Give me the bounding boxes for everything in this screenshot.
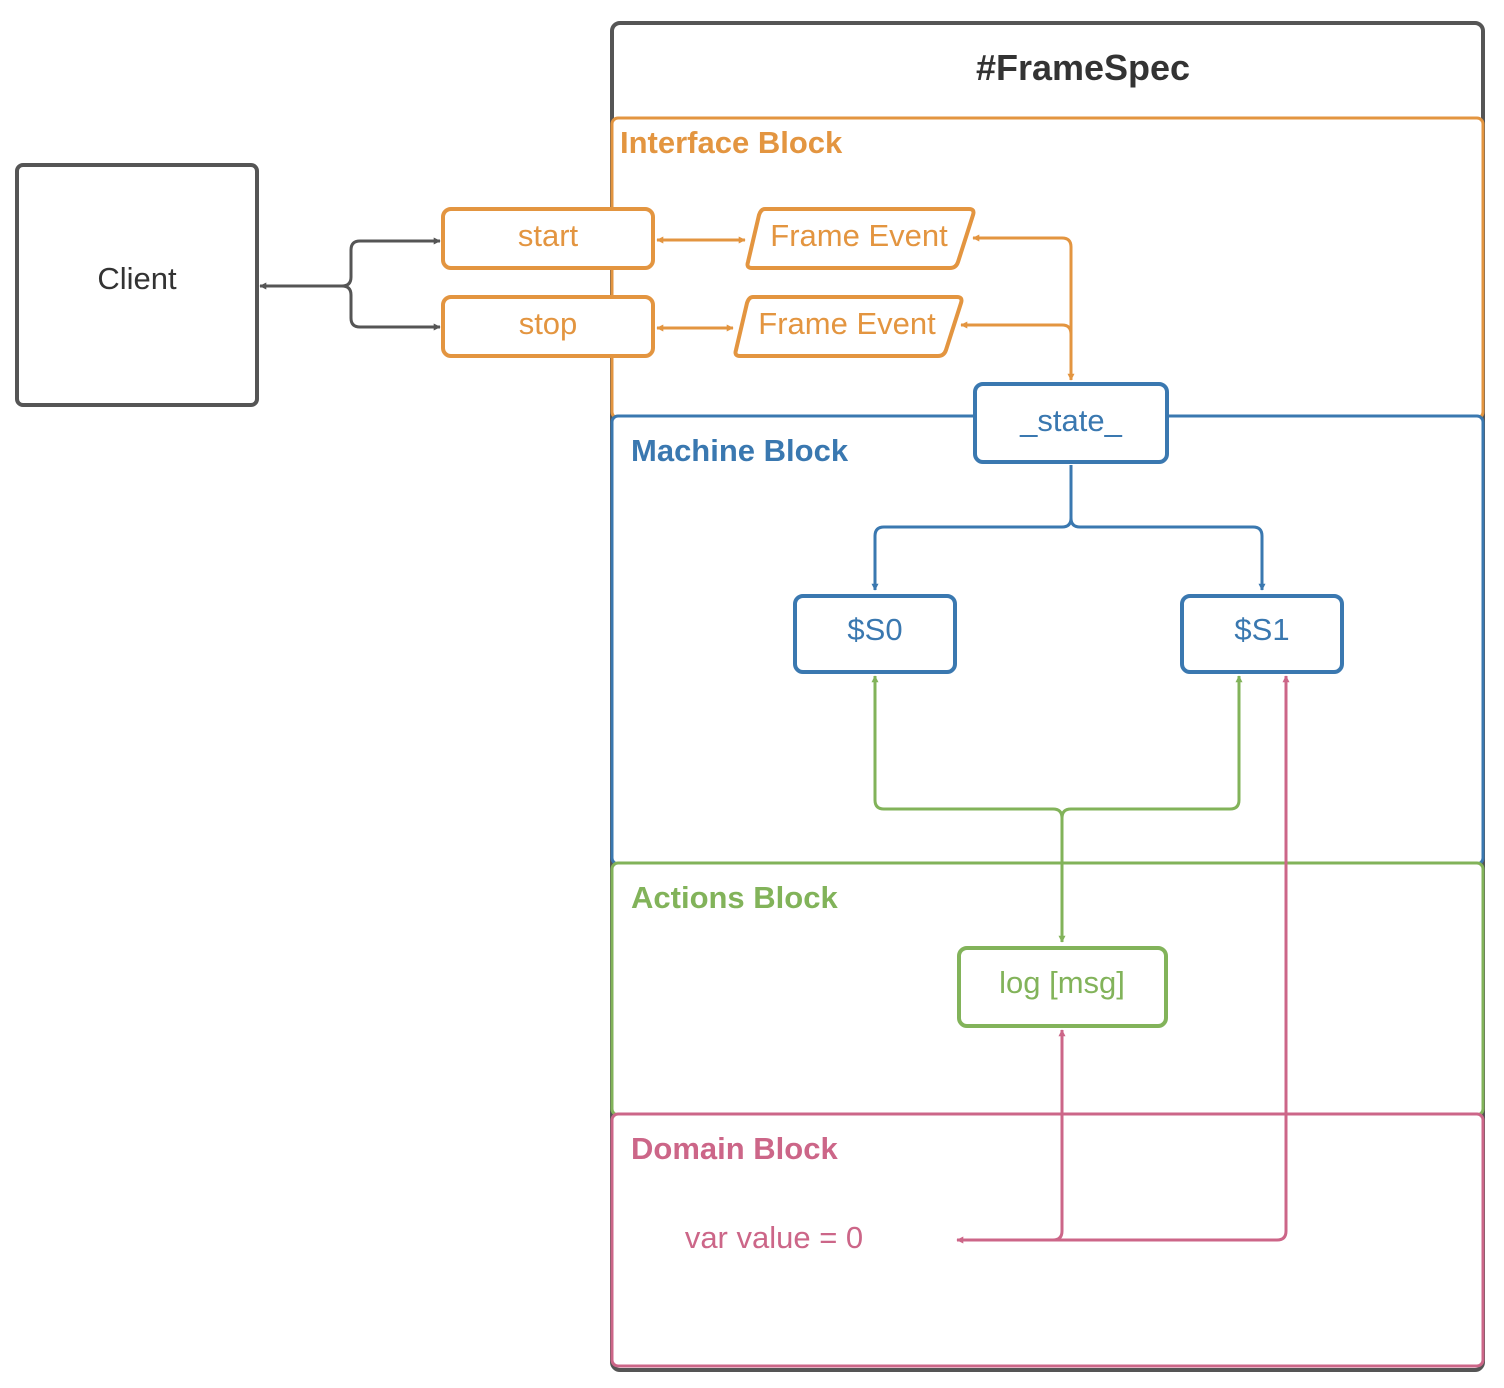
log-box xyxy=(957,946,1168,1028)
start-box xyxy=(441,207,655,270)
stop-frame-event-box xyxy=(733,295,964,358)
machine-block xyxy=(610,414,1485,866)
s0-box xyxy=(793,594,957,674)
domain-block-title: Domain Block xyxy=(631,1131,838,1166)
stop-label: stop xyxy=(519,306,578,341)
stop-frame-event-label: Frame Event xyxy=(758,306,936,341)
var-value-label: var value = 0 xyxy=(685,1220,863,1255)
client-box xyxy=(15,163,259,407)
log-label: log [msg] xyxy=(999,965,1125,1000)
actions-block-title: Actions Block xyxy=(631,880,838,915)
s1-to-log-connector xyxy=(1060,675,1243,819)
client-label: Client xyxy=(97,261,177,296)
start-frame-event-label: Frame Event xyxy=(770,218,948,253)
client-to-start-connector xyxy=(341,237,441,288)
state-label: _state_ xyxy=(1019,403,1122,438)
machine-block-title: Machine Block xyxy=(631,433,849,468)
start-label: start xyxy=(518,218,579,253)
interface-block-title: Interface Block xyxy=(620,125,843,160)
s0-label: $S0 xyxy=(847,612,902,647)
start-frame-event-box xyxy=(745,207,976,270)
state-box xyxy=(973,382,1169,464)
s1-label: $S1 xyxy=(1234,612,1289,647)
stop-box xyxy=(441,295,655,358)
s1-box xyxy=(1180,594,1344,674)
start-event-to-state-connector xyxy=(972,234,1075,381)
framespec-title: #FrameSpec xyxy=(976,47,1190,88)
var-to-s1-connector xyxy=(1053,675,1290,1242)
client-to-stop-connector xyxy=(341,284,441,331)
stop-event-to-state-connector xyxy=(960,321,1073,335)
interface-block xyxy=(610,116,1485,420)
state-to-s1-connector xyxy=(1069,517,1266,591)
